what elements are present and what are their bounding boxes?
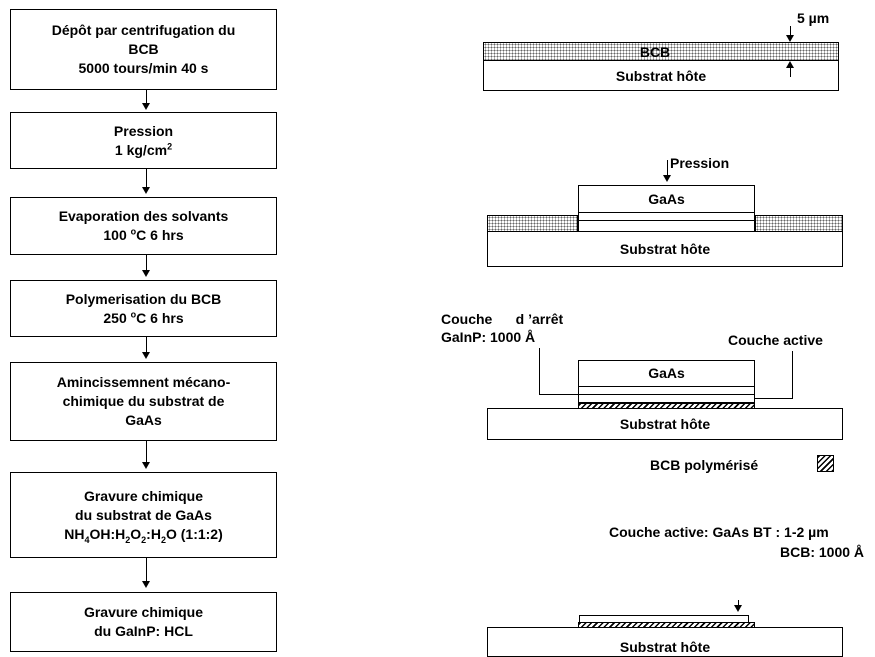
- flow-connector: [146, 90, 147, 104]
- step-text-line: 100 oC 6 hrs: [103, 226, 184, 243]
- gaas-label: GaAs: [648, 365, 685, 381]
- etchant-formula: NH4OH:H2O2:H2O (1:1:2): [64, 525, 223, 545]
- step-text-line: Gravure chimique: [83, 604, 204, 620]
- step-text-line: 1 kg/cm2: [114, 140, 173, 158]
- substrate-label: Substrat hôte: [619, 241, 711, 257]
- arrow-down-icon: [142, 352, 150, 359]
- step-pressure: Pression 1 kg/cm2: [10, 112, 277, 169]
- step-text-line: Evaporation des solvants: [58, 208, 229, 224]
- arrow-down-icon: [142, 462, 150, 469]
- thickness-label: 5 µm: [797, 10, 830, 26]
- layer-line: [578, 386, 755, 387]
- bcb-layer: [487, 215, 578, 232]
- gaas-label: GaAs: [648, 190, 685, 207]
- substrate-label: Substrat hôte: [615, 67, 707, 84]
- gaas-wafer: [578, 360, 755, 403]
- stop-layer-label: Couche d ’arrêt: [441, 311, 564, 327]
- arrow-down-icon: [142, 581, 150, 588]
- layer-line: [578, 394, 755, 395]
- substrate-label: Substrat hôte: [619, 416, 711, 432]
- active-layer-spec: Couche active: GaAs BT : 1-2 µm: [609, 524, 829, 540]
- thickness-arrow: [790, 26, 791, 36]
- arrow-up-icon: [786, 61, 794, 68]
- leader-line: [539, 394, 579, 395]
- flow-connector: [146, 255, 147, 271]
- step-text-line: du GaInP: HCL: [94, 623, 193, 639]
- arrow-down-icon: [663, 175, 671, 182]
- leader-line: [539, 348, 540, 394]
- layer-line: [578, 212, 755, 213]
- substrate-label: Substrat hôte: [619, 638, 711, 655]
- step-text-line: chimique du substrat de: [62, 393, 225, 409]
- host-substrate: [483, 60, 839, 91]
- active-layer-label: Couche active: [728, 332, 823, 348]
- step-text-line: 250 oC 6 hrs: [103, 308, 184, 326]
- bcb-thickness-spec: BCB: 1000 Å: [780, 544, 865, 560]
- flow-connector: [146, 558, 147, 582]
- thickness-arrow: [790, 67, 791, 77]
- step-text-line: 5000 tours/min 40 s: [78, 60, 209, 76]
- step-text-line: GaAs: [125, 412, 162, 428]
- step-text-line: Amincissemnent mécano-: [56, 374, 231, 390]
- legend-swatch: [817, 455, 834, 472]
- arrow-down-icon: [142, 103, 150, 110]
- step-text-line: Gravure chimique: [83, 487, 204, 504]
- stop-layer-thickness: GaInP: 1000 Å: [441, 329, 536, 345]
- flow-connector: [146, 441, 147, 463]
- step-gainp-etching: Gravure chimique du GaInP: HCL: [10, 592, 277, 652]
- step-text-line: Polymerisation du BCB: [65, 290, 222, 307]
- bcb-layer: [755, 215, 843, 232]
- step-text-line: Dépôt par centrifugation du: [51, 22, 236, 38]
- step-text-line: Pression: [113, 122, 174, 139]
- step-spin-coating: Dépôt par centrifugation du BCB 5000 tou…: [10, 9, 277, 90]
- pressure-label: Pression: [670, 155, 730, 171]
- gaas-wafer: [578, 185, 755, 232]
- thickness-arrow: [738, 600, 739, 606]
- step-thinning: Amincissemnent mécano- chimique du subst…: [10, 362, 277, 441]
- pressure-arrow: [667, 160, 668, 176]
- bcb-label: BCB: [639, 43, 671, 60]
- leader-line: [755, 398, 793, 399]
- flow-connector: [146, 337, 147, 353]
- arrow-down-icon: [734, 605, 742, 612]
- layer-line: [578, 220, 755, 221]
- arrow-down-icon: [786, 35, 794, 42]
- step-solvent-evaporation: Evaporation des solvants 100 oC 6 hrs: [10, 197, 277, 255]
- arrow-down-icon: [142, 187, 150, 194]
- step-gaas-etching: Gravure chimique du substrat de GaAs NH4…: [10, 472, 277, 558]
- flow-connector: [146, 169, 147, 188]
- host-substrate: [487, 231, 843, 267]
- leader-line: [792, 351, 793, 398]
- step-text-line: BCB: [128, 41, 159, 57]
- legend-label: BCB polymérisé: [650, 457, 759, 473]
- step-text-line: du substrat de GaAs: [75, 506, 212, 523]
- arrow-down-icon: [142, 270, 150, 277]
- step-polymerisation: Polymerisation du BCB 250 oC 6 hrs: [10, 280, 277, 337]
- host-substrate: [487, 408, 843, 440]
